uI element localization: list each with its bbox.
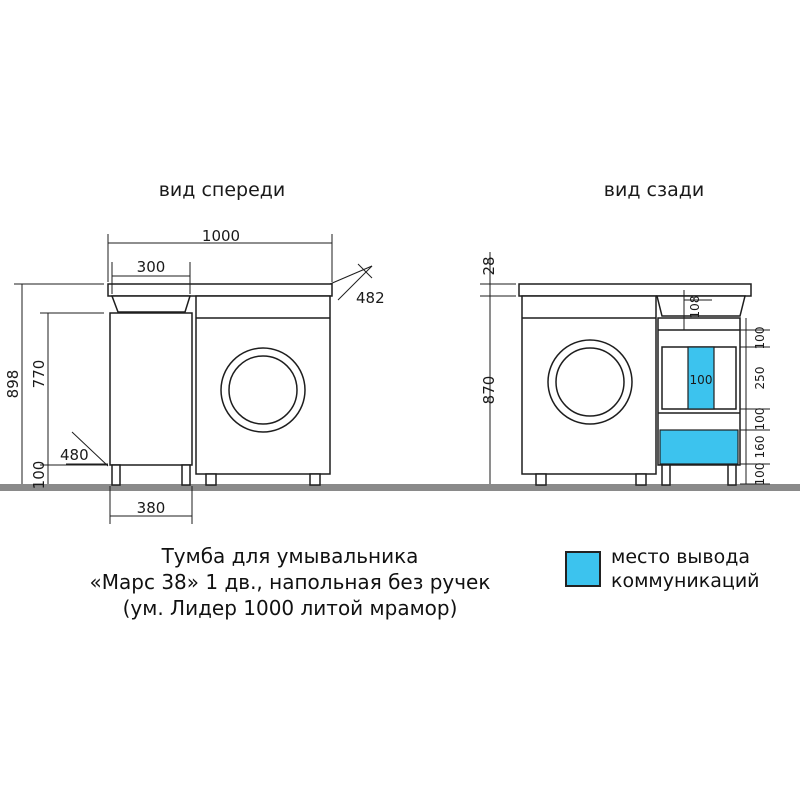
- dim-cabinet-width: 380: [137, 499, 166, 517]
- dim-opening-width: 100: [690, 373, 713, 387]
- dim-top-thickness: 28: [480, 256, 498, 275]
- back-wm-foot-left: [535, 473, 547, 486]
- caption-line-1: Тумба для умывальника: [161, 544, 419, 568]
- legend: место вывода коммуникаций: [565, 545, 760, 593]
- legend-label: место вывода коммуникаций: [611, 545, 760, 593]
- dim-overall-width: 1000: [202, 227, 240, 245]
- back-view: [518, 283, 752, 486]
- front-sink-bowl: [110, 295, 192, 313]
- back-wm-foot-right: [635, 473, 647, 486]
- caption-line-2: «Марс 38» 1 дв., напольная без ручек: [89, 570, 491, 594]
- front-cabinet: [109, 312, 193, 466]
- dim-sink-bowl: 108: [688, 296, 702, 319]
- back-dimensions: [480, 252, 770, 485]
- front-view-title: вид спереди: [159, 179, 286, 201]
- back-sink-bowl: [656, 295, 746, 317]
- back-wm-door-inner: [555, 347, 625, 417]
- dim-stack-3: 100: [753, 408, 767, 431]
- front-wm-foot-right: [309, 473, 321, 486]
- dim-back-height: 870: [480, 376, 498, 405]
- dim-leg-height: 100: [30, 461, 48, 490]
- back-countertop: [518, 283, 752, 297]
- front-dimensions: [14, 234, 373, 524]
- dim-stack-1: 100: [753, 327, 767, 350]
- floor-line: [0, 484, 800, 491]
- back-wm-door-outer: [547, 339, 633, 425]
- back-washing-machine: [521, 295, 657, 475]
- back-view-title: вид сзади: [604, 179, 704, 201]
- dim-cabinet-height: 770: [30, 360, 48, 389]
- dim-stack-4: 160: [753, 436, 767, 459]
- comm-outlet-upper: [687, 346, 715, 410]
- dim-cabinet-depth: 480: [60, 446, 89, 464]
- front-wm-door-inner: [228, 355, 298, 425]
- comm-outlet-lower: [659, 429, 739, 465]
- back-cabinet-leg-right: [727, 464, 737, 486]
- front-view: [107, 283, 333, 486]
- legend-swatch: [565, 551, 601, 587]
- front-wm-foot-left: [205, 473, 217, 486]
- legend-label-line-2: коммуникаций: [611, 570, 760, 592]
- dim-sink-width: 300: [137, 258, 166, 276]
- legend-label-line-1: место вывода: [611, 546, 751, 568]
- dim-stack-2: 250: [753, 367, 767, 390]
- front-cabinet-leg-left: [111, 464, 121, 486]
- dim-depth-top: 482: [356, 289, 385, 307]
- dim-stack-5: 100: [753, 463, 767, 486]
- product-caption: Тумба для умывальника «Марс 38» 1 дв., н…: [30, 543, 550, 621]
- back-cabinet-leg-left: [661, 464, 671, 486]
- front-washing-machine: [195, 295, 331, 475]
- front-countertop: [107, 283, 333, 297]
- dim-overall-height: 898: [4, 370, 22, 399]
- front-wm-door-outer: [220, 347, 306, 433]
- front-cabinet-leg-right: [181, 464, 191, 486]
- caption-line-3: (ум. Лидер 1000 литой мрамор): [122, 596, 458, 620]
